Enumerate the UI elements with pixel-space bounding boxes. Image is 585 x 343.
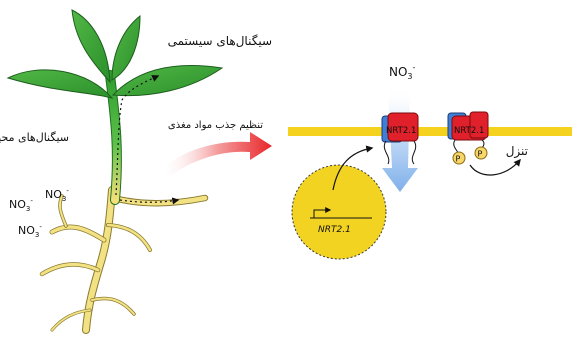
- degradation-arrow: [470, 160, 520, 175]
- plant: [8, 10, 222, 330]
- soil-nitrate-3: NO3-: [18, 223, 42, 239]
- svg-text:P: P: [456, 155, 461, 164]
- svg-text:NO3-: NO3-: [389, 63, 416, 81]
- regulation-arrow: [160, 132, 272, 176]
- leaf-top-left: [72, 10, 110, 82]
- label-systemic-signals: سیگنال‌های سیستمی: [168, 34, 272, 48]
- root-system: [42, 190, 205, 330]
- svg-text:NO3-: NO3-: [45, 187, 69, 203]
- gene-label: NRT2.1: [318, 225, 351, 235]
- svg-text:P: P: [478, 150, 483, 159]
- leaf-left: [8, 70, 112, 98]
- transporter-label-2: NRT2.1: [454, 126, 484, 136]
- transporter-label-1: NRT2.1: [386, 126, 416, 136]
- label-environmental-signals: سیگنال‌های محیط: [0, 131, 69, 144]
- label-degradation: تنزل: [506, 144, 528, 159]
- svg-text:NO3-: NO3-: [9, 197, 33, 213]
- svg-text:NO3-: NO3-: [18, 223, 42, 239]
- transporter-phosphorylated: NRT2.1 P P: [448, 112, 488, 164]
- cell-membrane: [288, 127, 572, 136]
- label-nutrient-uptake: تنظیم جذب مواد مغذی: [168, 120, 263, 131]
- nitrate-label-top: NO3-: [389, 63, 416, 81]
- nucleus: NRT2.1: [292, 165, 386, 259]
- soil-nitrate-2: NO3-: [45, 187, 69, 203]
- leaf-top-right: [112, 16, 140, 80]
- soil-nitrate-1: NO3-: [9, 197, 33, 213]
- leaf-right: [113, 66, 222, 96]
